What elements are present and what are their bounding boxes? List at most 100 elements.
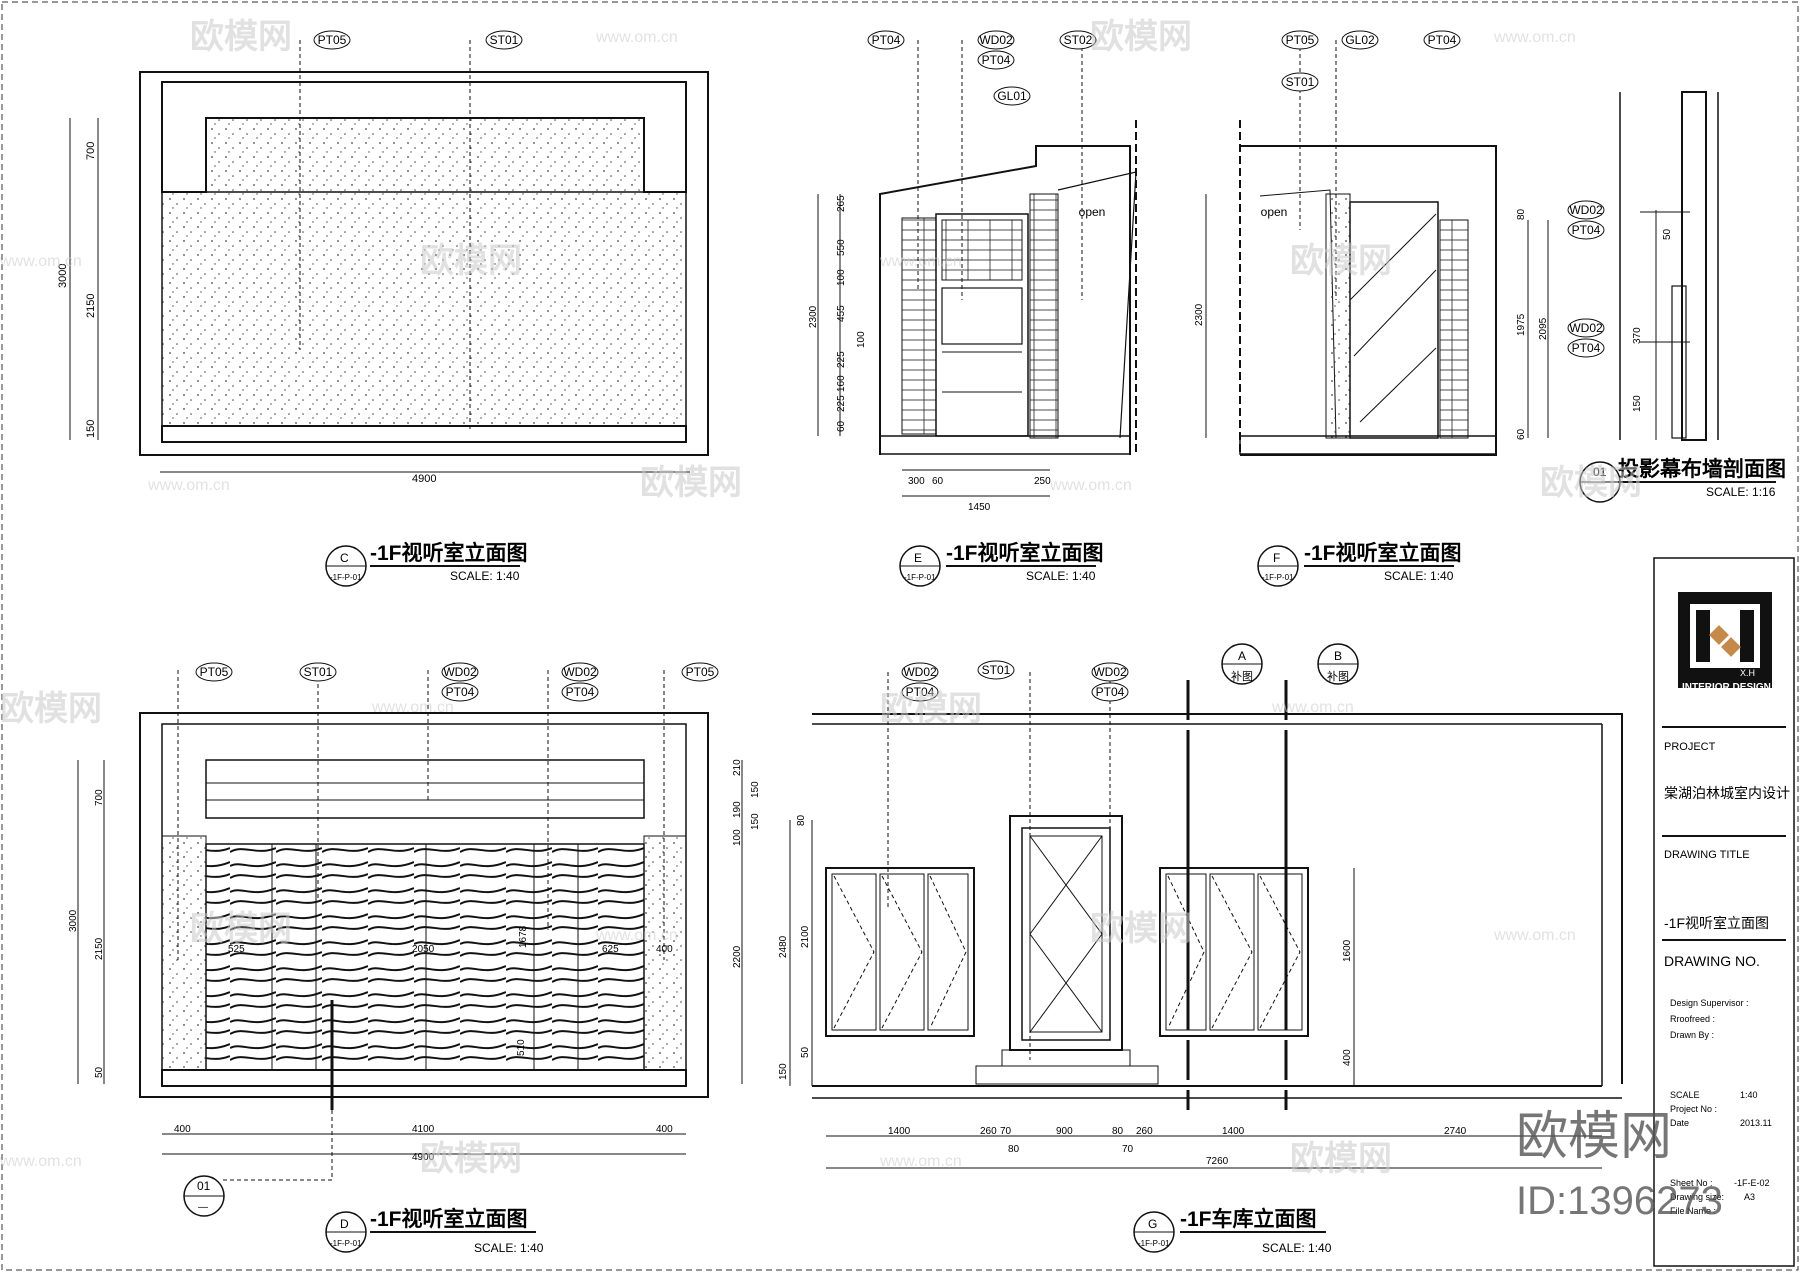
dim: 625 xyxy=(602,944,619,955)
watermark-url: www.om.cn xyxy=(1271,699,1354,716)
dim: 50 xyxy=(1662,228,1673,240)
dim: 3000 xyxy=(57,264,69,288)
watermark-brand: 欧模网 xyxy=(0,690,102,728)
dim: 190 xyxy=(732,801,743,818)
design-supervisor: Design Supervisor : xyxy=(1670,998,1749,1008)
caption-scale: SCALE: 1:40 xyxy=(1262,1241,1332,1255)
caption-letter: E xyxy=(914,551,922,565)
caption-title: -1F车库立面图 xyxy=(1180,1207,1317,1231)
dim: 525 xyxy=(228,944,245,955)
dim: 700 xyxy=(85,142,97,160)
elevation-c-tags: PT05 ST01 xyxy=(313,30,523,50)
elevation-c xyxy=(69,40,709,473)
ref-a: A xyxy=(1238,649,1246,663)
tag-pt04: PT04 xyxy=(1096,685,1125,699)
watermark-brand: 欧模网 xyxy=(190,18,292,56)
caption-title: -1F视听室立面图 xyxy=(1304,541,1462,565)
tag-pt04: PT04 xyxy=(906,685,935,699)
dim: 400 xyxy=(1342,1049,1353,1066)
brand-stamp: 欧模网 ID:1396273 xyxy=(1516,1108,1723,1223)
watermark-url: www.om.cn xyxy=(595,29,678,46)
watermark-brand: 欧模网 xyxy=(880,690,982,728)
title-block: X.H INTERIOR DESIGN PROJECT 棠湖泊林城室内设计 DR… xyxy=(1653,557,1795,1267)
caption-scale: SCALE: 1:16 xyxy=(1706,485,1776,499)
dim: 2300 xyxy=(808,305,819,328)
dim: 400 xyxy=(656,1124,673,1135)
caption-e: E -1F-P-01 -1F视听室立面图 SCALE: 1:40 xyxy=(899,541,1104,587)
callout-section-01: 01 — xyxy=(183,1175,225,1217)
date-label: Date xyxy=(1670,1118,1689,1128)
dim: 1678 xyxy=(518,925,529,948)
watermark-brand: 欧模网 xyxy=(190,910,292,948)
tag-pt04: PT04 xyxy=(1572,341,1601,355)
dim: 250 xyxy=(1034,476,1051,487)
caption-ref: -1F-P-01 xyxy=(904,573,936,582)
caption-d: D -1F-P-01 -1F视听室立面图 SCALE: 1:40 xyxy=(325,1207,544,1255)
tag-pt05: PT05 xyxy=(1286,33,1315,47)
watermark-url: www.om.cn xyxy=(0,1153,82,1170)
stamp-id: ID:1396273 xyxy=(1516,1179,1723,1223)
dim: 225 xyxy=(836,351,847,368)
caption-title: -1F视听室立面图 xyxy=(370,1207,528,1231)
elevation-g xyxy=(789,672,1623,1169)
watermark-url: www.om.cn xyxy=(0,253,82,270)
elevation-f-dims: 2300 80 1975 60 2095 xyxy=(1194,208,1549,440)
callout-number: 01 xyxy=(197,1179,211,1193)
date-value: 2013.11 xyxy=(1740,1118,1772,1128)
dim: 1400 xyxy=(1222,1126,1245,1137)
tag-gl01: GL01 xyxy=(997,89,1027,103)
watermark-url: www.om.cn xyxy=(879,253,962,270)
tag-wd02: WD02 xyxy=(1569,203,1603,217)
ref-a-label: 补图 xyxy=(1231,670,1253,683)
dim: 260 xyxy=(980,1126,997,1137)
elevation-c-dims: 700 2150 150 3000 4900 xyxy=(57,142,436,485)
dim: 160 xyxy=(836,375,847,392)
elevation-e-tags: PT04 WD02 PT04 ST02 GL01 open xyxy=(867,30,1105,219)
dim: 400 xyxy=(656,944,673,955)
elevation-d-dims: 700 2150 50 3000 210 150 190 150 100 220… xyxy=(68,759,761,1163)
caption-ref: -1F-P-01 xyxy=(330,1239,362,1248)
watermarks: 欧模网 欧模网 欧模网 欧模网 欧模网 欧模网 欧模网 欧模网 欧模网 欧模网 … xyxy=(0,18,1642,1178)
drawing-size-label: Drawing size: xyxy=(1670,1192,1724,1202)
dim: 700 xyxy=(94,789,105,806)
elevation-g-tags: WD02 PT04 ST01 WD02 PT04 A 补图 B 补图 xyxy=(901,643,1359,702)
tag-pt04: PT04 xyxy=(1428,33,1457,47)
dim: 2300 xyxy=(1194,303,1205,326)
elevation-e xyxy=(817,40,1137,497)
tag-pt05: PT05 xyxy=(318,33,347,47)
elevation-d-tags: PT05 ST01 WD02 PT04 WD02 PT04 PT05 xyxy=(195,662,719,702)
dim: 2100 xyxy=(800,925,811,948)
drawing-no-label: DRAWING NO. xyxy=(1664,953,1760,969)
caption-section-01: 01 投影幕布墙剖面图 SCALE: 1:16 xyxy=(1579,457,1786,503)
dim: 210 xyxy=(732,759,743,776)
tag-wd02: WD02 xyxy=(443,665,477,679)
dim: 1975 xyxy=(1516,313,1527,336)
caption-title: -1F视听室立面图 xyxy=(946,541,1104,565)
caption-scale: SCALE: 1:40 xyxy=(1026,569,1096,583)
watermark-url: www.om.cn xyxy=(1493,29,1576,46)
dim: 260 xyxy=(1136,1126,1153,1137)
dim: 80 xyxy=(796,814,807,826)
caption-letter: G xyxy=(1148,1217,1157,1231)
dim: 370 xyxy=(1632,327,1643,344)
sheet-no-value: -1F-E-02 xyxy=(1734,1178,1770,1188)
dim: 400 xyxy=(174,1124,191,1135)
tag-wd02: WD02 xyxy=(903,665,937,679)
tag-st01: ST01 xyxy=(490,33,519,47)
elevation-e-dims: 265 550 100 455 100 225 160 225 60 2300 … xyxy=(808,195,1051,513)
watermark-brand: 欧模网 xyxy=(1540,464,1642,502)
door xyxy=(975,815,1159,1085)
caption-ref: -1F-P-01 xyxy=(1138,1239,1170,1248)
watermark-url: www.om.cn xyxy=(1049,477,1132,494)
project-no-label: Project No : xyxy=(1670,1104,1717,1114)
watermark-brand: 欧模网 xyxy=(640,464,742,502)
dim: 2150 xyxy=(94,937,105,960)
dim: 150 xyxy=(778,1063,789,1080)
file-name-label: File Name : xyxy=(1670,1206,1716,1216)
dim: 2150 xyxy=(85,294,97,318)
tag-wd02: WD02 xyxy=(1569,321,1603,335)
dim: 60 xyxy=(836,420,847,432)
caption-letter: F xyxy=(1273,551,1280,565)
caption-scale: SCALE: 1:40 xyxy=(1384,569,1454,583)
